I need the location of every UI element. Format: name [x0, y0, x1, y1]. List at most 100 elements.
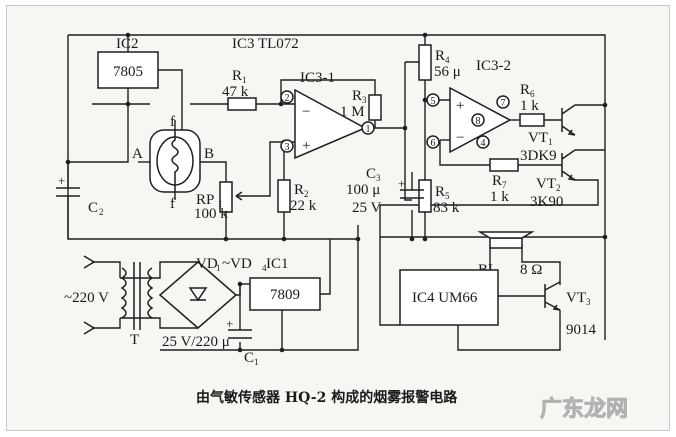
ic3-label: IC3 TL072: [232, 36, 299, 52]
potentiometer-rp1: RP 1 100 k: [194, 181, 252, 222]
resistor-r4: R 4 56 μ: [418, 44, 461, 81]
r1-label: R: [232, 68, 242, 84]
bridge-rectifier: VD 1 ~VD 4 IC1: [158, 256, 289, 329]
resistor-r6: R 6 1 k: [519, 82, 545, 127]
svg-text:1: 1: [366, 124, 371, 135]
svg-text:−: −: [456, 130, 464, 146]
svg-text:1: 1: [548, 137, 553, 147]
r7-value: 1 k: [490, 189, 509, 205]
svg-text:1: 1: [242, 75, 247, 85]
c1-label: C: [244, 350, 254, 366]
ic4-um66: IC4 UM66: [399, 269, 499, 326]
ic4-label: IC4 UM66: [412, 290, 478, 306]
svg-text:+: +: [456, 98, 464, 114]
sensor-f1-label: f: [170, 114, 175, 130]
watermark-logo: 广东龙网: [540, 396, 628, 422]
bl-value: 8 Ω: [520, 262, 542, 278]
mains-input: ~220 V: [64, 255, 121, 335]
rp1-label: RP: [196, 192, 214, 208]
vt3-part: 9014: [566, 322, 597, 338]
r3-value: 1 M: [340, 104, 365, 120]
transformer-label: T: [130, 332, 139, 348]
svg-text:~VD: ~VD: [222, 256, 252, 272]
sensor-a-label: A: [132, 146, 143, 162]
c3-value-1: 100 μ: [346, 182, 380, 198]
resistor-r2: R 2 22 k: [277, 179, 317, 214]
transistor-vt3: VT 3 9014: [544, 281, 597, 338]
diagram-caption: 由气敏传感器 HQ-2 构成的烟雾报警电路: [196, 389, 458, 406]
ic2-regulator: 7805 IC2: [97, 36, 159, 89]
gas-sensor: A B f f: [132, 114, 214, 212]
rp1-value: 100 k: [194, 206, 228, 222]
svg-text:4: 4: [445, 55, 450, 65]
r6-value: 1 k: [520, 98, 539, 114]
svg-text:−: −: [302, 104, 310, 120]
svg-text:3: 3: [362, 95, 367, 105]
ic3-1-label: IC3-1: [300, 70, 335, 86]
svg-text:4: 4: [262, 263, 267, 273]
capacitor-c1: + C 1 25 V/220 μ: [162, 316, 259, 367]
svg-text:+: +: [302, 138, 310, 154]
transistor-vt2: VT 2 3K90: [530, 149, 576, 210]
svg-text:+: +: [398, 176, 405, 191]
svg-text:6: 6: [431, 138, 436, 149]
r4-value: 56 μ: [434, 64, 461, 80]
svg-text:1: 1: [216, 263, 221, 273]
sensor-f2-label: f: [170, 196, 175, 212]
r2-label: R: [294, 182, 304, 198]
vt1-label: VT: [528, 130, 548, 146]
r5-value: 83 k: [433, 200, 460, 216]
svg-text:3: 3: [376, 173, 381, 183]
r4-label: R: [435, 48, 445, 64]
resistor-r1: R 1 47 k: [222, 68, 257, 111]
transformer-t: T: [120, 262, 154, 348]
mains-label: ~220 V: [64, 290, 109, 306]
r2-value: 22 k: [290, 198, 317, 214]
svg-text:+: +: [226, 316, 233, 331]
ic2-label: IC2: [116, 36, 139, 52]
vt2-label: VT: [536, 176, 556, 192]
svg-text:5: 5: [431, 96, 436, 107]
vt1-part: 3DK9: [520, 148, 557, 164]
svg-text:2: 2: [99, 207, 104, 217]
vd-label: VD: [196, 256, 218, 272]
c1-value: 25 V/220 μ: [162, 334, 230, 350]
r6-label: R: [520, 82, 530, 98]
svg-text:+: +: [58, 173, 65, 188]
sensor-b-label: B: [204, 146, 214, 162]
svg-text:4: 4: [481, 138, 486, 149]
capacitor-c2: + C 2: [56, 162, 104, 239]
r5-label: R: [435, 184, 445, 200]
ic1-label: IC1: [266, 256, 289, 272]
svg-text:3: 3: [586, 297, 591, 307]
r7-label: R: [492, 173, 502, 189]
transistor-vt1: VT 1 3DK9: [520, 104, 576, 164]
svg-text:1: 1: [218, 199, 223, 209]
c2-label: C: [88, 200, 98, 216]
svg-text:5: 5: [445, 191, 450, 201]
svg-text:8: 8: [476, 116, 481, 127]
svg-text:3: 3: [285, 142, 290, 153]
opamp-ic3-2: + − IC3-2 5 6 8 7 4: [426, 58, 512, 154]
capacitor-c3: + C 3 100 μ 25 V: [346, 166, 424, 216]
resistor-r3: R 3 1 M: [340, 88, 382, 121]
resistor-r5: R 5 83 k: [418, 179, 460, 216]
opamp-ic3-1: − + IC3-1 2 3 1: [280, 70, 375, 160]
c3-label: C: [366, 166, 376, 182]
ic2-part-label: 7805: [113, 64, 143, 80]
svg-text:2: 2: [304, 189, 309, 199]
vt3-label: VT: [566, 290, 586, 306]
c3-value-2: 25 V: [352, 200, 381, 216]
r1-value: 47 k: [222, 84, 249, 100]
ic1-regulator: 7809: [249, 277, 321, 311]
svg-text:2: 2: [285, 93, 290, 104]
ic1-part-label: 7809: [270, 287, 300, 303]
svg-text:7: 7: [502, 180, 507, 190]
r3-label: R: [352, 88, 362, 104]
ic3-2-label: IC3-2: [476, 58, 511, 74]
svg-text:2: 2: [556, 183, 561, 193]
svg-text:1: 1: [254, 357, 259, 367]
resistor-r7: R 7 1 k: [489, 158, 519, 205]
